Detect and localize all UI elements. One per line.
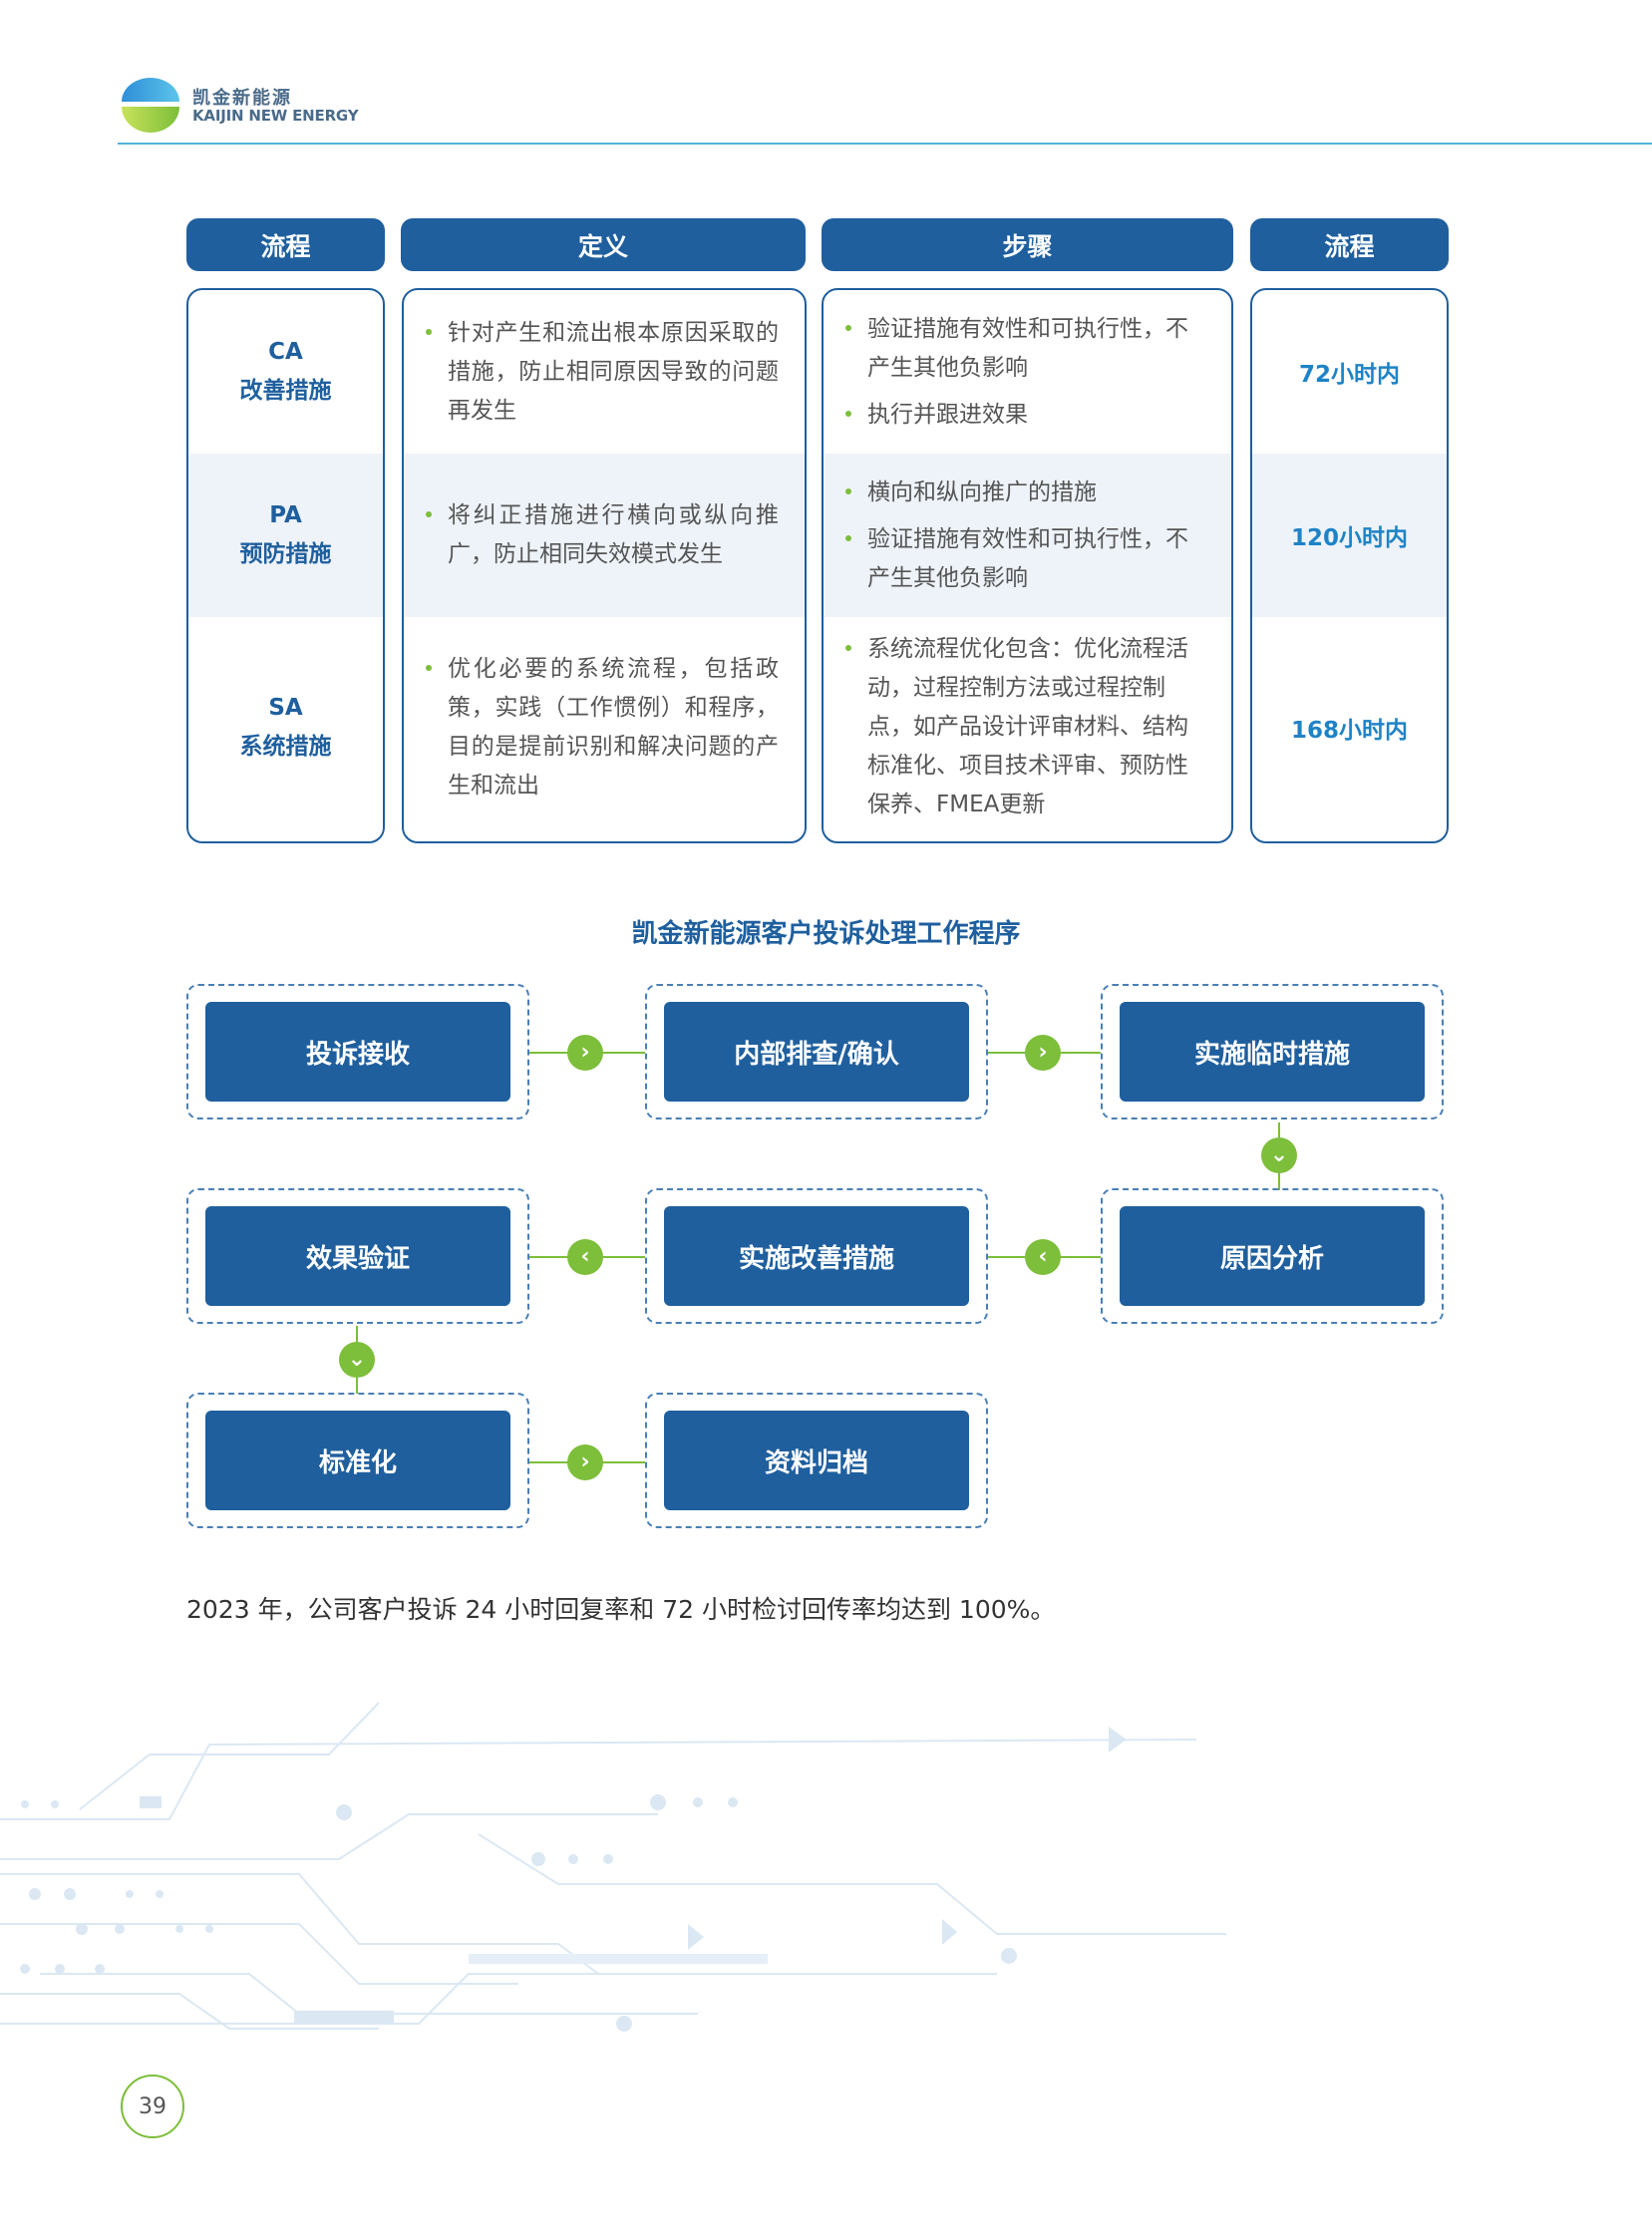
flow-step-standardization: 标准化 [186,1393,529,1528]
time-column: 72小时内 120小时内 168小时内 [1250,288,1449,843]
table-row: PA 预防措施 [188,454,383,617]
table-row: 将纠正措施进行横向或纵向推广，防止相同失效模式发生 [404,454,805,617]
table-row: 120小时内 [1252,454,1447,617]
flow-step-verification: 效果验证 [186,1188,529,1324]
time-limit: 120小时内 [1291,518,1408,552]
table-row: 横向和纵向推广的措施 验证措施有效性和可执行性，不产生其他负影响 [824,454,1231,617]
steps-column: 验证措施有效性和可执行性，不产生其他负影响 执行并跟进效果 横向和纵向推广的措施… [822,288,1233,843]
flow-title: 凯金新能源客户投诉处理工作程序 [0,913,1652,950]
arrow-down-icon: ⌄ [339,1342,375,1378]
table-row: 系统流程优化包含：优化流程活动，过程控制方法或过程控制点，如产品设计评审材料、结… [824,617,1231,837]
arrow-right-icon: › [567,1444,603,1480]
time-limit: 72小时内 [1299,355,1400,389]
table-header-process: 流程 [186,218,385,271]
step-text: 验证措施有效性和可执行性，不产生其他负影响 [867,520,1205,598]
process-code: CA [268,333,303,372]
decorative-circuit-pattern [0,1685,1652,2064]
table-header-time: 流程 [1250,218,1449,271]
table-header-definition: 定义 [401,218,806,271]
brand-name-en: KAIJIN NEW ENERGY [192,107,358,125]
process-name: 预防措施 [240,535,332,574]
definition-text: 将纠正措施进行横向或纵向推广，防止相同失效模式发生 [448,496,779,574]
table-row: 168小时内 [1252,617,1447,837]
flow-step-label: 原因分析 [1120,1206,1425,1306]
table-header-steps: 步骤 [822,218,1233,271]
company-logo [118,78,183,134]
definition-text: 优化必要的系统流程，包括政策，实践（工作惯例）和程序，目的是提前识别和解决问题的… [448,650,779,805]
step-text: 执行并跟进效果 [867,396,1205,435]
arrow-left-icon: ‹ [567,1239,603,1275]
process-column: CA 改善措施 PA 预防措施 SA 系统措施 [186,288,385,843]
flow-step-internal-check: 内部排查/确认 [645,984,988,1119]
table-row: CA 改善措施 [188,290,383,454]
flow-step-temporary-measures: 实施临时措施 [1101,984,1444,1119]
flow-step-improvement: 实施改善措施 [645,1188,988,1324]
header-divider [118,143,1652,145]
definition-text: 针对产生和流出根本原因采取的措施，防止相同原因导致的问题再发生 [448,314,779,431]
process-name: 改善措施 [240,372,332,411]
table-row: 验证措施有效性和可执行性，不产生其他负影响 执行并跟进效果 [824,290,1231,454]
arrow-right-icon: › [567,1035,603,1071]
process-code: SA [268,689,302,728]
table-row: 针对产生和流出根本原因采取的措施，防止相同原因导致的问题再发生 [404,290,805,454]
arrow-right-icon: › [1025,1035,1061,1071]
arrow-left-icon: ‹ [1025,1239,1061,1275]
flow-step-label: 资料归档 [664,1411,969,1510]
step-text: 横向和纵向推广的措施 [867,474,1205,512]
flow-step-label: 实施临时措施 [1120,1002,1425,1102]
flow-step-archiving: 资料归档 [645,1393,988,1528]
flow-step-label: 投诉接收 [205,1002,510,1102]
flow-step-label: 内部排查/确认 [664,1002,969,1102]
table-row: 72小时内 [1252,290,1447,454]
process-name: 系统措施 [240,728,332,767]
table-row: SA 系统措施 [188,617,383,837]
table-row: 优化必要的系统流程，包括政策，实践（工作惯例）和程序，目的是提前识别和解决问题的… [404,617,805,837]
summary-text: 2023 年，公司客户投诉 24 小时回复率和 72 小时检讨回传率均达到 10… [186,1590,1055,1626]
step-text: 系统流程优化包含：优化流程活动，过程控制方法或过程控制点，如产品设计评审材料、结… [867,630,1205,824]
process-code: PA [269,496,302,535]
definition-column: 针对产生和流出根本原因采取的措施，防止相同原因导致的问题再发生 将纠正措施进行横… [402,288,807,843]
flow-step-cause-analysis: 原因分析 [1101,1188,1444,1324]
flow-step-complaint-receipt: 投诉接收 [186,984,529,1119]
time-limit: 168小时内 [1291,711,1408,745]
flow-step-label: 实施改善措施 [664,1206,969,1306]
step-text: 验证措施有效性和可执行性，不产生其他负影响 [867,310,1205,388]
arrow-down-icon: ⌄ [1261,1137,1297,1173]
flow-step-label: 标准化 [205,1411,510,1510]
page-number: 39 [121,2075,184,2138]
flow-step-label: 效果验证 [205,1206,510,1306]
